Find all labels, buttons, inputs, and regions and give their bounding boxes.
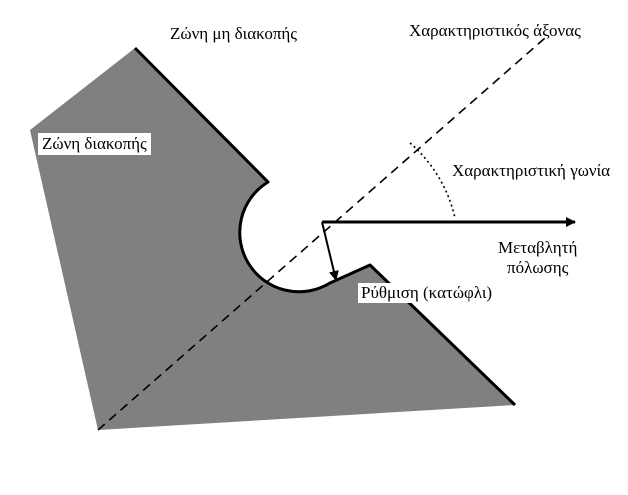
label-setting-threshold: Ρύθμιση (κατώφλι) <box>358 283 496 303</box>
label-trip-zone: Ζώνη διακοπής <box>38 133 151 155</box>
label-non-trip-zone: Ζώνη μη διακοπής <box>170 24 298 43</box>
characteristic-axis-line <box>97 37 546 431</box>
label-polarizing-quantity: Μεταβλητή πόλωσης <box>498 238 577 277</box>
label-polarizing-quantity-line2: πόλωσης <box>507 257 569 277</box>
trip-zone-boundary <box>133 46 517 407</box>
label-characteristic-angle: Χαρακτηριστική γωνία <box>452 161 611 180</box>
characteristic-angle-arc <box>409 142 456 219</box>
trip-zone-region <box>30 48 515 430</box>
setting-radius-arrow <box>321 221 339 281</box>
label-characteristic-axis: Χαρακτηριστικός άξονας <box>409 21 581 40</box>
label-polarizing-quantity-line1: Μεταβλητή <box>498 238 578 257</box>
